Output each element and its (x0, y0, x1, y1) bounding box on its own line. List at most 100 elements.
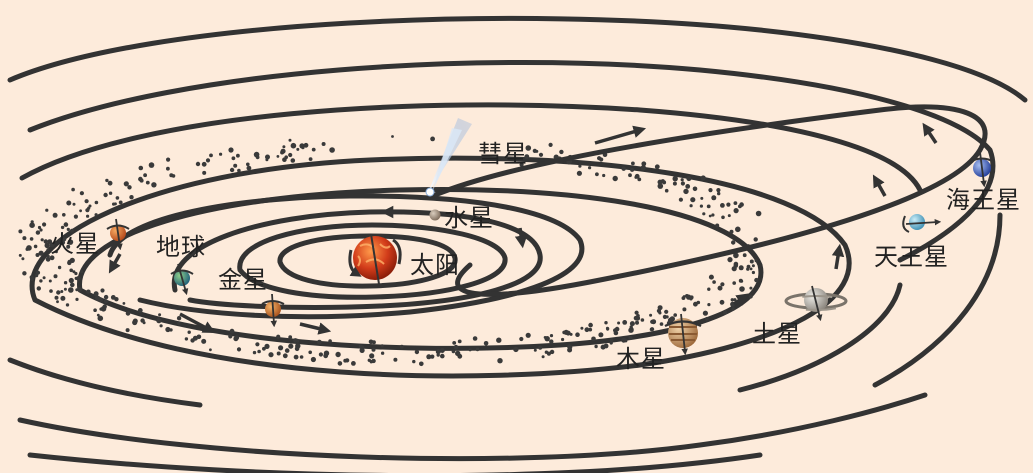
asteroid-dot (86, 289, 91, 294)
asteroid-dot (125, 328, 130, 333)
asteroid-dot (399, 344, 404, 349)
uranus-orbit (737, 282, 903, 393)
asteroid-dot (40, 238, 44, 242)
asteroid-dot (749, 267, 753, 271)
asteroid-dot (727, 257, 733, 263)
asteroid-dot (702, 212, 706, 216)
asteroid-dot (63, 222, 69, 227)
asteroid-dot (412, 359, 416, 364)
asteroid-dot (229, 167, 235, 173)
asteroid-dot (720, 203, 725, 208)
orbit-arrow-icon (299, 322, 332, 335)
asteroid-dot (729, 229, 734, 234)
asteroid-dot (683, 188, 689, 195)
asteroid-dot (561, 337, 565, 342)
asteroid-dot (544, 336, 550, 342)
outer-orbit-bottom-2 (27, 452, 763, 473)
mars-planet (106, 218, 130, 251)
asteroid-dot (711, 195, 717, 201)
asteroid-dot (142, 321, 146, 325)
asteroid-dot (731, 266, 737, 272)
asteroid-dot (49, 242, 55, 248)
asteroid-dot (209, 348, 212, 352)
asteroid-dot (715, 223, 720, 228)
asteroid-dot (276, 351, 281, 356)
asteroid-dot (419, 361, 424, 367)
asteroid-dot (457, 339, 462, 344)
asteroid-dot (702, 310, 709, 316)
jupiter-planet (664, 313, 702, 356)
asteroid-dot (48, 279, 52, 283)
sun-icon (348, 233, 402, 285)
asteroid-dot (169, 173, 174, 178)
asteroid-dot (288, 152, 293, 158)
asteroid-dot (541, 355, 545, 359)
asteroid-dot (753, 237, 758, 242)
asteroid-dot (63, 287, 67, 291)
asteroid-dot (739, 202, 744, 207)
asteroid-dot (103, 299, 108, 304)
asteroid-dot (689, 297, 693, 301)
asteroid-dot (598, 332, 604, 338)
asteroid-dot (143, 173, 148, 178)
asteroid-dot (672, 181, 677, 186)
asteroid-dot (733, 208, 739, 214)
asteroid-dot (93, 308, 97, 313)
asteroid-dot (367, 358, 371, 362)
asteroid-dot (717, 285, 723, 291)
asteroid-dot (107, 180, 113, 186)
asteroid-dot (56, 290, 61, 295)
asteroid-dot (525, 332, 531, 338)
asteroid-dot (74, 271, 78, 276)
asteroid-dot (706, 204, 711, 209)
asteroid-dot (629, 321, 635, 327)
asteroid-dot (176, 316, 182, 321)
asteroid-dot (280, 148, 286, 154)
asteroid-dot (66, 200, 72, 206)
uranus-label: 天王星 (874, 243, 949, 271)
asteroid-dot (657, 183, 664, 189)
asteroid-dot (635, 320, 639, 325)
asteroid-dot (103, 294, 109, 300)
asteroid-dot (93, 291, 99, 297)
asteroid-dot (148, 162, 155, 168)
asteroid-dot (293, 338, 298, 343)
asteroid-dot (282, 157, 287, 162)
asteroid-dot (184, 337, 189, 341)
saturn-orbit (29, 155, 852, 379)
asteroid-dot (118, 200, 123, 205)
asteroid-dot (105, 178, 109, 183)
asteroid-dot (66, 227, 70, 231)
asteroid-dot (236, 153, 240, 158)
asteroid-dot (54, 295, 59, 300)
asteroid-dot (46, 248, 50, 252)
asteroid-dot (159, 324, 163, 328)
asteroid-dot (73, 214, 78, 219)
asteroid-dot (68, 287, 74, 293)
asteroid-dot (49, 255, 55, 261)
asteroid-dot (328, 339, 332, 343)
asteroid-dot (712, 280, 716, 284)
asteroid-dot (634, 173, 640, 179)
asteroid-dot (578, 164, 582, 168)
orbit-arrow-icon (594, 125, 647, 145)
asteroid-dot (290, 158, 296, 163)
asteroid-dot (588, 327, 593, 332)
asteroid-dot (70, 228, 74, 233)
asteroid-dot (672, 176, 678, 182)
asteroid-dot (85, 208, 90, 213)
asteroid-dot (720, 282, 725, 287)
asteroid-dot (604, 321, 608, 325)
asteroid-dot (21, 257, 25, 261)
asteroid-dot (36, 286, 41, 291)
asteroid-dot (393, 357, 398, 362)
asteroid-dot (45, 256, 51, 262)
asteroid-dot (497, 358, 503, 364)
asteroid-dot (228, 147, 234, 153)
asteroid-dot (680, 181, 686, 186)
asteroid-dot (369, 353, 375, 359)
asteroid-dot (308, 350, 313, 355)
asteroid-dot (62, 237, 67, 242)
asteroid-dot (735, 226, 741, 233)
comet-icon (425, 118, 472, 197)
